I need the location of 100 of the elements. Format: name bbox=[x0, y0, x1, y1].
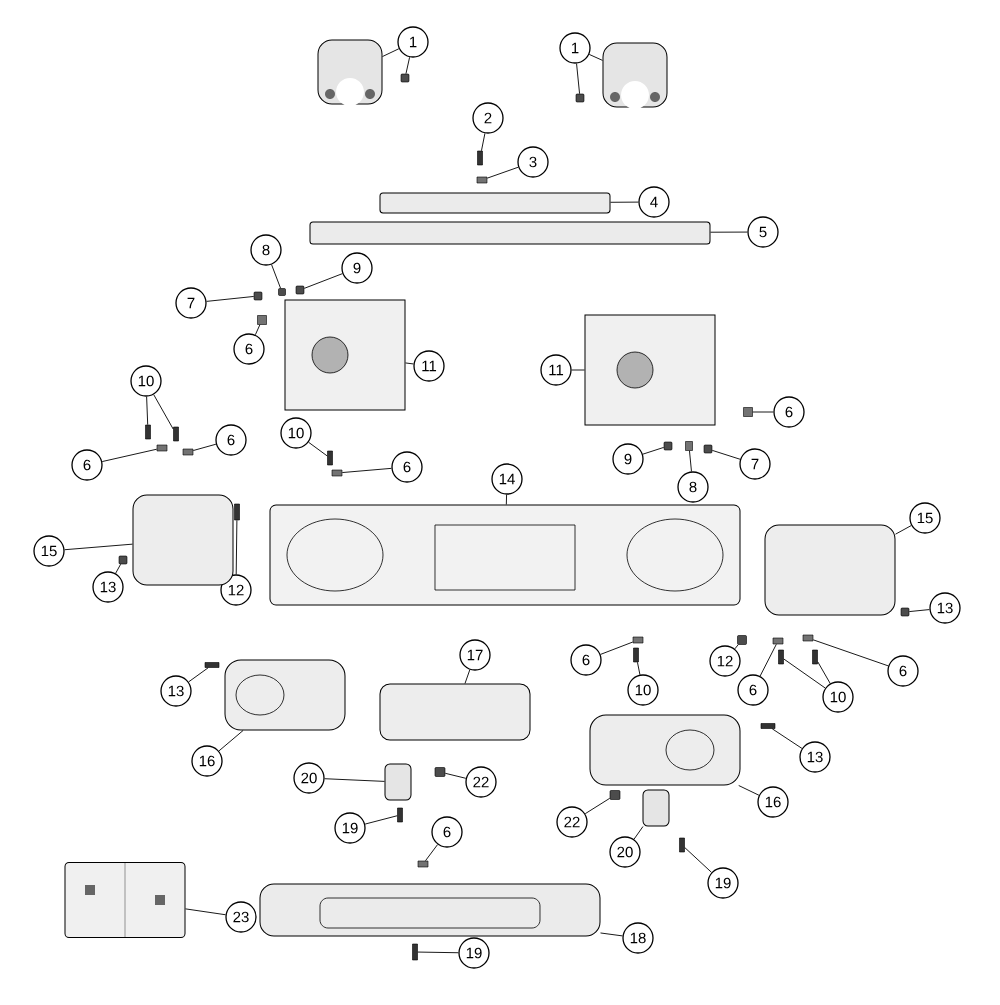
leader-line bbox=[759, 643, 777, 677]
part-drawing bbox=[384, 763, 412, 801]
fastener-icon bbox=[632, 636, 644, 644]
leader-line bbox=[711, 449, 741, 460]
fastener-icon bbox=[156, 444, 168, 452]
leader-line bbox=[633, 826, 644, 840]
leader-line bbox=[812, 639, 889, 667]
leader-line bbox=[341, 467, 392, 473]
part-drawing bbox=[132, 494, 234, 586]
fastener-icon bbox=[703, 444, 713, 454]
leader-line bbox=[584, 797, 611, 815]
leader-line bbox=[146, 396, 149, 426]
callout-number: 1 bbox=[397, 26, 429, 58]
callout-number: 2 bbox=[472, 102, 504, 134]
fastener-icon bbox=[685, 441, 693, 451]
leader-line bbox=[324, 778, 385, 782]
callout-number: 4 bbox=[638, 186, 670, 218]
leader-line bbox=[188, 667, 209, 683]
leader-line bbox=[600, 641, 634, 655]
fastener-icon bbox=[327, 450, 333, 466]
part-drawing bbox=[284, 299, 406, 411]
callout-number: 11 bbox=[540, 354, 572, 386]
leader-line bbox=[206, 296, 255, 302]
fastener-icon bbox=[575, 93, 585, 103]
fastener-icon bbox=[663, 441, 673, 451]
leader-line bbox=[783, 658, 826, 689]
part-drawing bbox=[317, 39, 383, 106]
fastener-icon bbox=[278, 288, 286, 296]
part-drawing bbox=[584, 314, 716, 426]
fastener-icon bbox=[118, 555, 128, 565]
callout-number: 10 bbox=[130, 365, 162, 397]
leader-line bbox=[382, 48, 400, 57]
leader-line bbox=[153, 394, 174, 430]
fastener-icon bbox=[772, 637, 784, 645]
callout-number: 6 bbox=[773, 396, 805, 428]
leader-line bbox=[637, 661, 641, 676]
leader-line bbox=[185, 908, 226, 916]
callout-number: 11 bbox=[413, 350, 445, 382]
leader-line bbox=[115, 563, 122, 574]
leader-line bbox=[752, 411, 774, 413]
callout-number: 15 bbox=[909, 502, 941, 534]
fastener-icon bbox=[476, 176, 488, 184]
callout-number: 6 bbox=[391, 451, 423, 483]
fastener-icon bbox=[145, 424, 151, 440]
leader-line bbox=[218, 730, 244, 752]
callout-number: 15 bbox=[33, 535, 65, 567]
callout-number: 8 bbox=[250, 234, 282, 266]
leader-line bbox=[684, 847, 712, 873]
callout-number: 9 bbox=[612, 443, 644, 475]
fastener-icon bbox=[173, 426, 179, 442]
callout-number: 22 bbox=[465, 766, 497, 798]
part-drawing bbox=[269, 504, 741, 606]
callout-number: 19 bbox=[334, 812, 366, 844]
fastener-icon bbox=[412, 943, 418, 961]
callout-number: 7 bbox=[175, 287, 207, 319]
leader-line bbox=[101, 448, 158, 462]
part-drawing bbox=[602, 42, 668, 109]
callout-number: 22 bbox=[556, 806, 588, 838]
leader-line bbox=[817, 661, 831, 684]
fastener-icon bbox=[679, 837, 685, 853]
fastener-icon bbox=[812, 649, 818, 665]
fastener-icon bbox=[434, 767, 446, 777]
fastener-icon bbox=[802, 634, 814, 642]
callout-number: 6 bbox=[570, 644, 602, 676]
leader-line bbox=[417, 951, 459, 954]
fastener-icon bbox=[417, 860, 429, 868]
leader-line bbox=[505, 494, 508, 505]
leader-line bbox=[364, 815, 398, 825]
callout-number: 6 bbox=[431, 816, 463, 848]
callout-number: 14 bbox=[491, 463, 523, 495]
part-drawing bbox=[64, 862, 186, 938]
callout-number: 10 bbox=[627, 674, 659, 706]
part-drawing bbox=[259, 883, 601, 937]
leader-line bbox=[689, 450, 692, 472]
leader-line bbox=[600, 932, 623, 937]
callout-number: 10 bbox=[822, 681, 854, 713]
callout-number: 20 bbox=[293, 762, 325, 794]
callout-number: 16 bbox=[757, 786, 789, 818]
callout-number: 6 bbox=[215, 424, 247, 456]
part-drawing bbox=[224, 659, 346, 731]
leader-line bbox=[576, 63, 581, 95]
callout-number: 13 bbox=[929, 592, 961, 624]
fastener-icon bbox=[900, 607, 910, 617]
fastener-icon bbox=[295, 285, 305, 295]
leader-line bbox=[908, 609, 930, 613]
part-drawing bbox=[379, 192, 611, 214]
leader-line bbox=[405, 56, 411, 75]
leader-line bbox=[771, 728, 803, 749]
fastener-icon bbox=[760, 723, 776, 729]
callout-number: 20 bbox=[609, 836, 641, 868]
callout-number: 17 bbox=[459, 639, 491, 671]
leader-line bbox=[308, 441, 328, 457]
callout-number: 8 bbox=[677, 471, 709, 503]
callout-number: 18 bbox=[622, 922, 654, 954]
callout-number: 6 bbox=[887, 655, 919, 687]
leader-line bbox=[64, 543, 133, 551]
leader-line bbox=[710, 231, 748, 233]
fastener-icon bbox=[743, 407, 753, 417]
leader-line bbox=[481, 132, 486, 152]
fastener-icon bbox=[400, 73, 410, 83]
